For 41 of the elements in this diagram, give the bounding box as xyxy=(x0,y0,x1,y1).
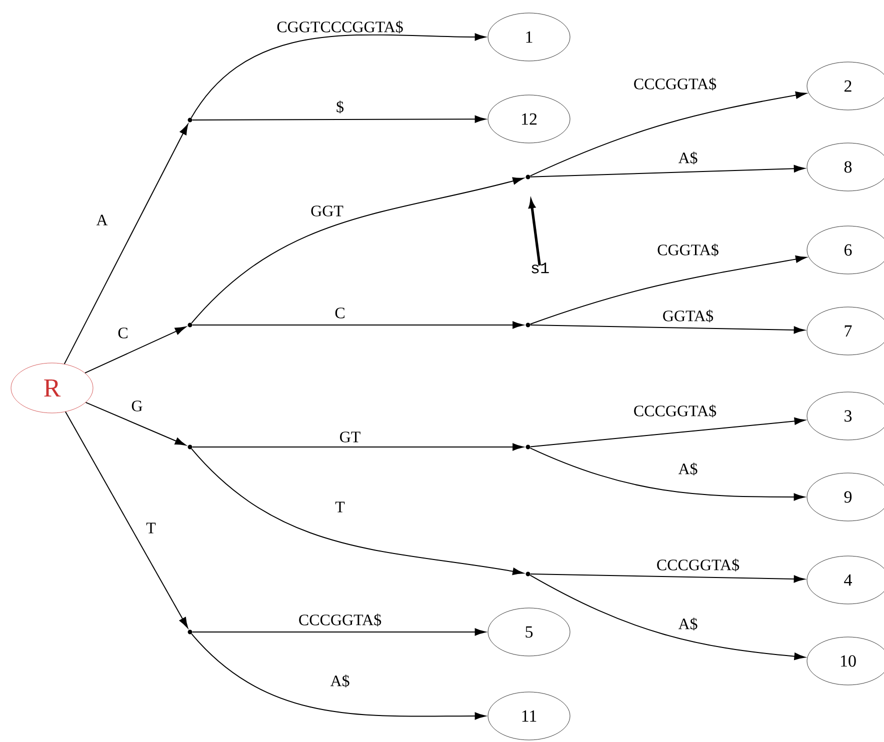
edge-label: C xyxy=(334,306,346,320)
edge-label: C xyxy=(116,326,130,340)
arrow xyxy=(85,402,186,446)
arrow xyxy=(530,574,805,583)
edge-label: A$ xyxy=(677,462,699,476)
arrow xyxy=(530,417,806,448)
edge-label: G xyxy=(130,400,144,412)
arrow xyxy=(192,115,486,123)
edge-label: T xyxy=(145,522,157,534)
arrow xyxy=(64,124,188,364)
arrow xyxy=(530,324,805,334)
edge-label: CCCGGTA$ xyxy=(632,404,718,418)
edge-label: A$ xyxy=(677,150,699,166)
edge-label: T xyxy=(334,500,346,514)
arrow xyxy=(530,574,806,660)
edge-label: GGT xyxy=(310,204,344,218)
node-label: s1 xyxy=(532,262,549,274)
edge-label: GT xyxy=(338,430,362,444)
edge-label: A xyxy=(95,214,109,226)
arrow xyxy=(530,255,807,325)
arrow xyxy=(192,628,486,636)
edge-label: CCCGGTA$ xyxy=(297,612,383,628)
edge-label: CCCGGTA$ xyxy=(655,558,741,572)
arrow xyxy=(530,164,805,178)
arrow xyxy=(190,33,486,118)
arrow xyxy=(192,321,524,329)
edge-label: CGGTA$ xyxy=(656,242,720,258)
edge-label: $ xyxy=(335,100,345,114)
edge-label: CCCGGTA$ xyxy=(632,76,718,92)
arrow xyxy=(64,411,188,628)
arrow xyxy=(191,448,524,576)
arrow xyxy=(192,443,524,451)
edge-label: A$ xyxy=(329,674,351,688)
arrow xyxy=(530,448,805,501)
arrow xyxy=(191,633,486,720)
edge-label: A$ xyxy=(677,616,699,632)
edge-label: GGTA$ xyxy=(661,308,715,324)
arrow xyxy=(530,91,807,176)
arrow xyxy=(84,326,186,374)
arrow xyxy=(191,177,524,324)
edge-label: CGGTCCCGGTA$ xyxy=(276,20,404,34)
